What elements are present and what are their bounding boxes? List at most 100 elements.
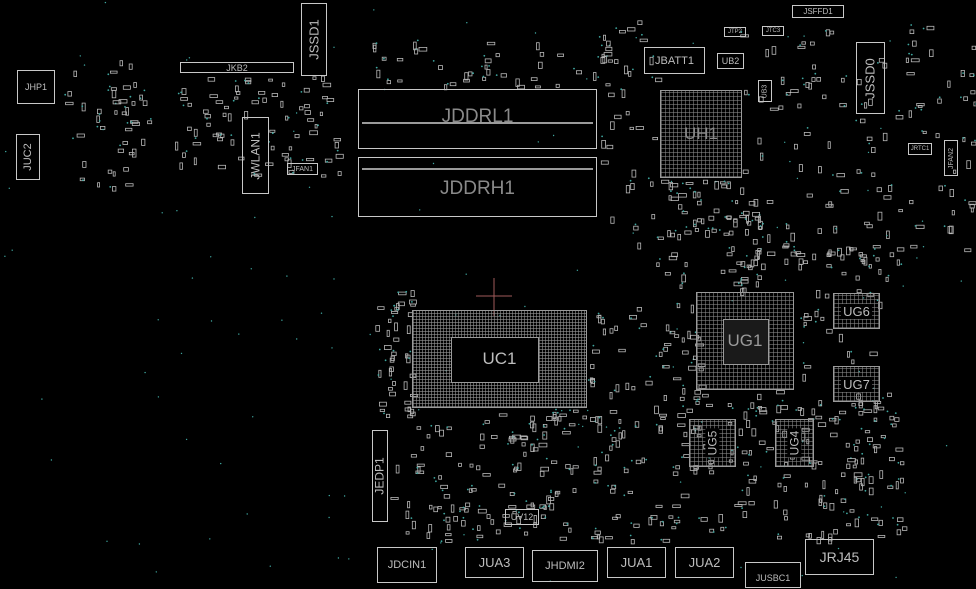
- chip-ub3-label: UB3: [761, 84, 769, 98]
- connector-jfan2[interactable]: JFAN2: [944, 140, 958, 176]
- via: [938, 96, 941, 99]
- vram-ug6[interactable]: UG6: [833, 293, 880, 329]
- passive-component: [878, 268, 882, 275]
- via: [748, 93, 750, 96]
- via: [555, 408, 557, 411]
- passive-component: [595, 416, 599, 423]
- connector-jrj45-label: JRJ45: [819, 549, 860, 565]
- chip-uh1[interactable]: UH1: [660, 90, 742, 178]
- chip-ub2[interactable]: UB2: [717, 53, 744, 69]
- via: [238, 333, 240, 335]
- cpu-uc1[interactable]: UC1: [412, 310, 587, 408]
- chip-ub3[interactable]: UB3: [758, 80, 772, 102]
- via: [593, 380, 596, 383]
- passive-component: [794, 251, 802, 255]
- passive-component: [285, 115, 289, 121]
- passive-component: [112, 171, 116, 177]
- passive-component: [576, 70, 583, 75]
- connector-jkb2[interactable]: JKB2: [180, 62, 294, 73]
- passive-component: [742, 169, 749, 174]
- connector-jtc3[interactable]: JTC3: [762, 26, 784, 36]
- via: [8, 187, 10, 189]
- passive-component: [270, 145, 275, 151]
- connector-jtp2[interactable]: JTP2: [724, 27, 746, 37]
- connector-jrtc1[interactable]: JRTC1: [908, 143, 932, 155]
- connector-jrj45[interactable]: JRJ45: [805, 539, 874, 575]
- passive-component: [746, 420, 751, 428]
- passive-component: [681, 211, 688, 215]
- via: [962, 72, 964, 74]
- connector-jua1-label: JUA1: [620, 555, 653, 570]
- via: [964, 199, 966, 202]
- connector-jfan1[interactable]: JFAN1: [287, 163, 318, 175]
- via: [880, 127, 882, 130]
- passive-component: [868, 476, 874, 484]
- connector-jedp1[interactable]: JEDP1: [372, 430, 388, 522]
- via: [799, 44, 801, 46]
- connector-jua2[interactable]: JUA2: [675, 547, 734, 578]
- passive-component: [446, 426, 452, 431]
- passive-component: [453, 516, 459, 522]
- via: [536, 438, 539, 441]
- connector-jbatt1[interactable]: JBATT1: [644, 47, 705, 74]
- vram-ug4[interactable]: UG4: [775, 419, 814, 467]
- passive-component: [131, 148, 137, 158]
- via: [887, 274, 890, 277]
- via: [620, 88, 623, 91]
- passive-component: [861, 477, 865, 487]
- vram-ug5-label: UG5: [705, 428, 720, 458]
- passive-component: [754, 255, 759, 260]
- via: [761, 155, 764, 157]
- via: [823, 495, 826, 497]
- passive-component: [785, 92, 791, 96]
- connector-jdcin1[interactable]: JDCIN1: [377, 547, 437, 583]
- passive-component: [516, 516, 521, 525]
- via: [333, 46, 335, 48]
- passive-component: [877, 211, 883, 221]
- via: [433, 477, 436, 479]
- vram-ug5[interactable]: UG5: [689, 419, 736, 467]
- ddr-slot-jddrl1[interactable]: JDDRL1: [358, 89, 597, 149]
- passive-component: [812, 253, 817, 261]
- chip-ub2-label: UB2: [721, 56, 740, 66]
- connector-jusbc1[interactable]: JUSBC1: [745, 562, 801, 588]
- via: [777, 404, 779, 407]
- passive-component: [465, 502, 471, 508]
- passive-component: [523, 451, 527, 457]
- passive-component: [312, 76, 317, 80]
- connector-jssd0-label: JSSD0: [863, 57, 878, 99]
- via: [777, 533, 780, 536]
- passive-component: [449, 82, 457, 87]
- gpu-ug1[interactable]: UG1: [696, 292, 794, 390]
- via: [375, 66, 378, 69]
- connector-juc2[interactable]: JUC2: [16, 134, 40, 180]
- via: [737, 282, 740, 285]
- passive-component: [217, 137, 223, 142]
- passive-component: [320, 174, 327, 178]
- vram-ug7[interactable]: UG7: [833, 366, 880, 402]
- passive-component: [867, 437, 873, 443]
- connector-jsffd1[interactable]: JSFFD1: [792, 5, 844, 18]
- connector-jssd0[interactable]: JSSD0: [856, 42, 885, 114]
- connector-jua3[interactable]: JUA3: [465, 547, 524, 578]
- connector-jua1[interactable]: JUA1: [607, 547, 666, 578]
- via: [246, 513, 248, 515]
- connector-jhp1[interactable]: JHP1: [17, 70, 55, 104]
- via: [806, 127, 809, 129]
- passive-component: [538, 442, 548, 448]
- chip-uv12[interactable]: UV12: [505, 509, 539, 525]
- connector-jssd1[interactable]: JSSD1: [301, 3, 327, 76]
- ddr-slot-jddrh1[interactable]: JDDRH1: [358, 157, 597, 217]
- passive-component: [889, 252, 895, 258]
- via: [771, 420, 774, 422]
- via: [814, 72, 817, 75]
- passive-component: [814, 310, 819, 318]
- connector-jhdmi2[interactable]: JHDMI2: [532, 550, 598, 582]
- passive-component: [392, 381, 396, 386]
- passive-component: [603, 52, 613, 57]
- passive-component: [187, 102, 192, 107]
- passive-component: [284, 157, 289, 162]
- passive-component: [883, 195, 892, 200]
- connector-jwlan1[interactable]: JWLAN1: [242, 117, 269, 194]
